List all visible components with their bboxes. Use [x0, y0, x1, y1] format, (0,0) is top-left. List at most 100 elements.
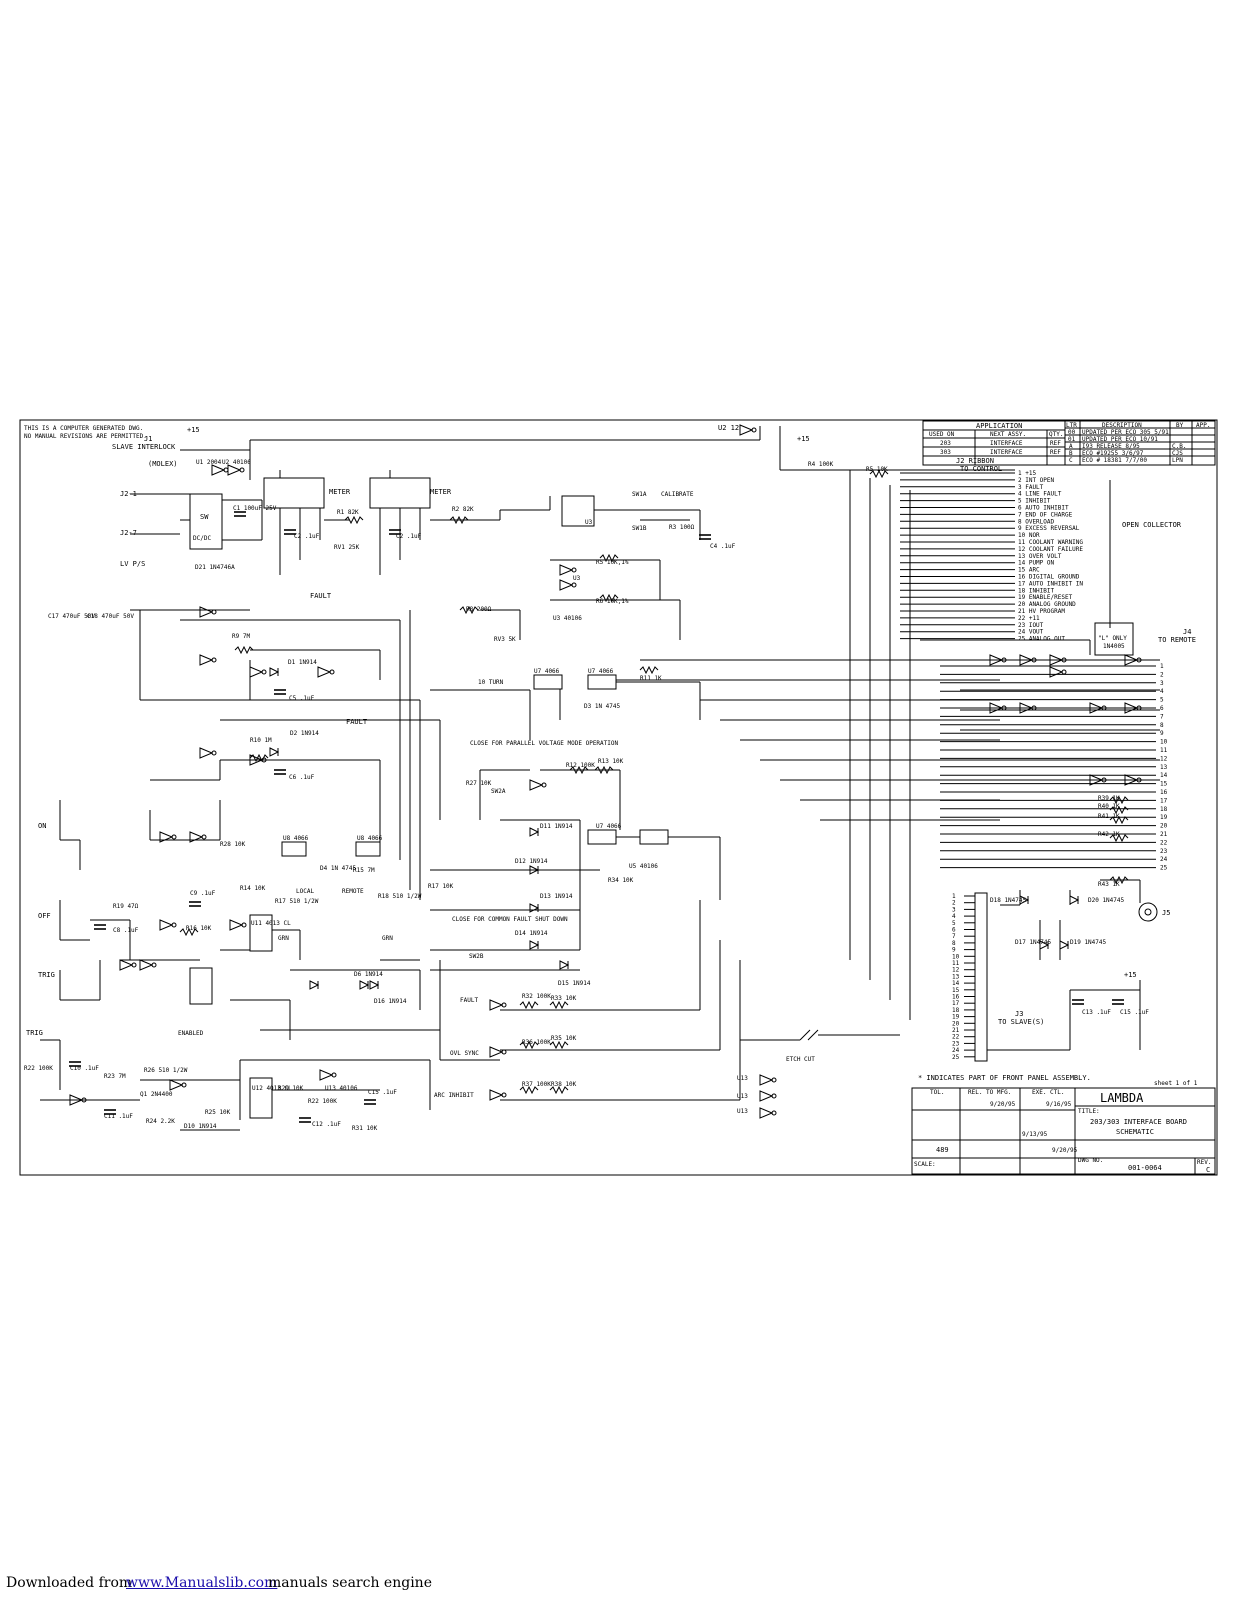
gate-bubble: [211, 657, 217, 663]
label-calibrate: CALIBRATE: [661, 491, 694, 498]
title-block-box: [911, 1087, 1216, 1175]
resistor: [549, 1000, 569, 1010]
u7-switch-a: [533, 674, 563, 690]
label-off: OFF: [38, 912, 51, 920]
svg-text:SCALE:: SCALE:: [914, 1161, 936, 1168]
resistor: [519, 1000, 539, 1010]
resistor: [449, 515, 469, 525]
j3-pin-label: 25: [952, 1054, 960, 1061]
label-c10: C10 .1uF: [70, 1065, 99, 1072]
logic-gate: [69, 1094, 84, 1106]
svg-text:C: C: [1069, 457, 1073, 464]
label-turn: 10 TURN: [478, 679, 504, 686]
diode: [359, 980, 370, 990]
label-r3: R3 100Ω: [669, 524, 695, 531]
label-d19: D19 1N4745: [1070, 939, 1107, 946]
manualslib-link[interactable]: www.Manualslib.com: [126, 1575, 278, 1591]
component-labels: +15 J2-1 J2-7 LV P/S U1 2004 U2 40106 SW…: [24, 424, 1198, 1132]
j4-pin-label: 2: [1160, 671, 1164, 678]
resistor: [179, 927, 199, 937]
svg-text:OPEN COLLECTOR: OPEN COLLECTOR: [1122, 521, 1182, 529]
label-r37: R37 100K: [522, 1081, 551, 1088]
j3-pin-label: 21: [952, 1027, 960, 1034]
label-c18: C18 470uF 50V: [87, 613, 134, 620]
j3-pin-label: 8: [952, 940, 956, 947]
logic-gate: [159, 919, 174, 931]
j2-pin-label: 13 OVER VOLT: [1018, 553, 1062, 560]
label-r40: R40 1K: [1098, 803, 1120, 810]
label-u3c: U3 40106: [553, 615, 582, 622]
label-u5: U5 40106: [629, 863, 658, 870]
logic-gate: [169, 1079, 184, 1091]
label-local: LOCAL: [296, 888, 314, 895]
label-sw1b: SW1B: [632, 525, 647, 532]
label-r9: R9 7M: [232, 633, 250, 640]
label-r8: R8 200Ω: [466, 606, 492, 613]
logic-gate: [199, 606, 214, 618]
logic-gates: [69, 424, 1142, 1123]
svg-text:J4: J4: [1183, 628, 1191, 636]
j2-pin-label: 14 PUMP ON: [1018, 560, 1055, 567]
j2-pin-label: 24 VOUT: [1018, 629, 1044, 636]
gate-bubble: [1031, 705, 1037, 711]
computer-generated-notice-2: NO MANUAL REVISIONS ARE PERMITTED.: [24, 433, 147, 440]
gate-bubble: [1001, 657, 1007, 663]
label-c15b: C15 .1uF: [368, 1089, 397, 1096]
label-u1-top: U1 2004: [196, 459, 222, 466]
j2-pin-label: 3 FAULT: [1018, 484, 1044, 491]
svg-text:00: 00: [1068, 429, 1076, 436]
j2-pin-label: 1 +15: [1018, 470, 1036, 477]
logic-gate: [489, 1046, 504, 1058]
label-d2: D2 1N914: [290, 730, 319, 737]
label-c8: C8 .1uF: [113, 927, 139, 934]
label-d10: D10 1N914: [184, 1123, 217, 1130]
svg-text:(MOLEX): (MOLEX): [148, 460, 178, 468]
label-r17b: R17 10K: [428, 883, 454, 890]
resistor: [599, 553, 619, 563]
label-r23: R23 7M: [104, 1073, 126, 1080]
logic-gate: [229, 919, 244, 931]
label-r11: R11 1K: [640, 675, 662, 682]
dcdc-converter: [189, 493, 223, 550]
label-r36: R36 100K: [522, 1039, 551, 1046]
label-r5b: R5 10K,1%: [596, 559, 629, 566]
logic-gate: [489, 999, 504, 1011]
j3-pin-label: 19: [952, 1014, 960, 1021]
svg-text:303: 303: [940, 449, 951, 456]
svg-text:01: 01: [1068, 436, 1076, 443]
j4-pin-label: 20: [1160, 823, 1168, 830]
svg-text:SLAVE INTERLOCK: SLAVE INTERLOCK: [112, 443, 176, 451]
gate-bubble: [751, 427, 757, 433]
j2-pin-label: 2 INT OPEN: [1018, 477, 1055, 484]
label-r42: R42 1K: [1098, 831, 1120, 838]
j1-connector: J1 SLAVE INTERLOCK (MOLEX): [112, 435, 178, 468]
label-sw1a: SW1A: [632, 491, 647, 498]
label-grn: GRN: [278, 935, 289, 942]
svg-text:QTY.: QTY.: [1049, 431, 1063, 438]
label-plus15-top: +15: [187, 426, 200, 434]
label-u7c: U7 4066: [596, 823, 622, 830]
gate-bubble: [541, 782, 547, 788]
label-r25: R25 10K: [205, 1109, 231, 1116]
j2-pin-label: 23 IOUT: [1018, 622, 1044, 629]
svg-text:A: A: [1069, 443, 1073, 450]
label-dcdc: DC/DC: [193, 535, 211, 542]
resistor: [519, 1085, 539, 1095]
svg-text:CJS: CJS: [1172, 450, 1183, 457]
resistor: [549, 1040, 569, 1050]
label-r15: R15 7M: [353, 867, 375, 874]
label-d1: D1 1N914: [288, 659, 317, 666]
label-r33: R33 10K: [551, 995, 577, 1002]
j4-pin-label: 7: [1160, 713, 1164, 720]
u7-switch-d: [639, 829, 669, 845]
u11-flipflop-a: [249, 914, 273, 952]
gate-bubble: [1136, 705, 1142, 711]
logic-gate: [199, 654, 214, 666]
j4-pin-label: 23: [1160, 848, 1168, 855]
gate-bubble: [211, 609, 217, 615]
label-r13: R13 10K: [598, 758, 624, 765]
label-r4: R4 100K: [808, 461, 834, 468]
label-rv3: RV3 5K: [494, 636, 516, 643]
j3-connector: J3 TO SLAVE(S) 1234567891011121314151617…: [952, 892, 1044, 1062]
j3-pin-label: 13: [952, 973, 960, 980]
